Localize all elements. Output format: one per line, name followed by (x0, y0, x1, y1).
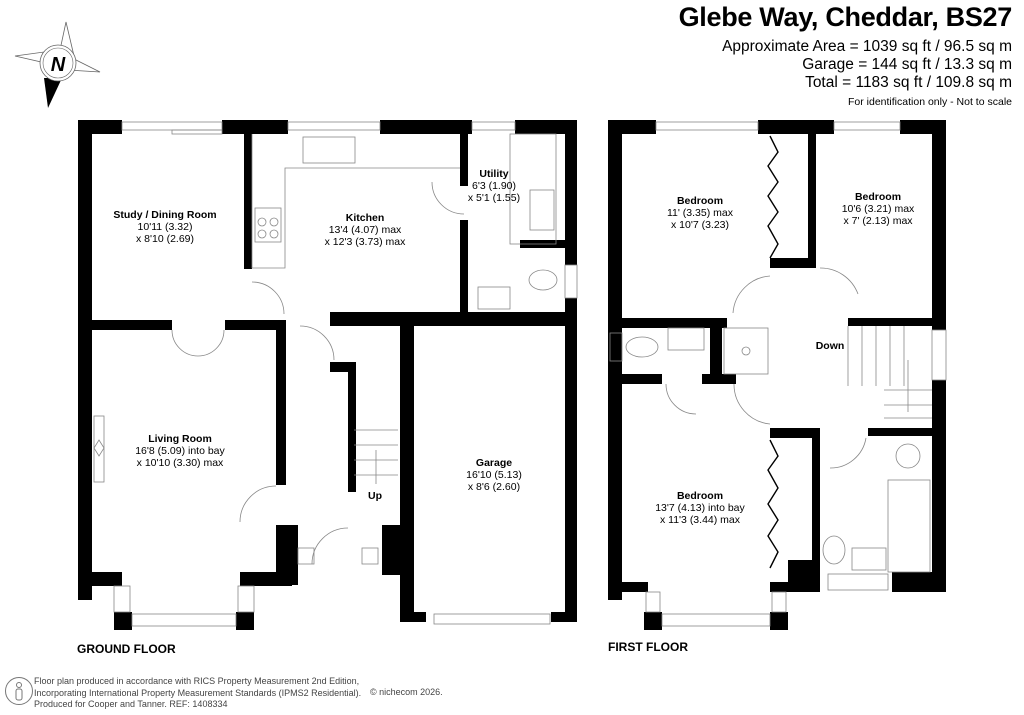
svg-text:x 8'10 (2.69): x 8'10 (2.69) (136, 233, 194, 245)
garage-area: Garage = 144 sq ft / 13.3 sq m (802, 56, 1012, 73)
ground-floor-windows (113, 121, 578, 627)
approximate-area: Approximate Area = 1039 sq ft / 96.5 sq … (722, 38, 1012, 55)
svg-text:x 7' (2.13) max: x 7' (2.13) max (843, 215, 913, 227)
footer-disclaimer: Floor plan produced in accordance with R… (34, 676, 362, 709)
stairs-up-label: Up (368, 490, 382, 502)
room-study-dining: Study / Dining Room 10'11 (3.32) x 8'10 … (113, 209, 216, 245)
total-area: Total = 1183 sq ft / 109.8 sq m (805, 74, 1012, 91)
copyright: © nichecom 2026. (370, 687, 443, 697)
room-bedroom-1: Bedroom 11' (3.35) max x 10'7 (3.23) (667, 195, 734, 231)
svg-text:Bedroom: Bedroom (677, 490, 723, 502)
svg-text:x 8'6 (2.60): x 8'6 (2.60) (468, 481, 520, 493)
first-floor-label: FIRST FLOOR (608, 640, 688, 654)
ground-floor-walls (78, 120, 577, 630)
stairs-down-label: Down (816, 340, 845, 352)
property-title: Glebe Way, Cheddar, BS27 (678, 2, 1013, 32)
svg-text:6'3 (1.90): 6'3 (1.90) (472, 180, 516, 192)
area-summary: Approximate Area = 1039 sq ft / 96.5 sq … (722, 38, 1012, 92)
svg-text:13'4 (4.07) max: 13'4 (4.07) max (329, 224, 402, 236)
first-floor-walls (608, 120, 946, 630)
svg-text:11' (3.35) max: 11' (3.35) max (667, 207, 734, 219)
svg-text:x 12'3 (3.73) max: x 12'3 (3.73) max (325, 236, 407, 248)
svg-text:x 10'10 (3.30) max: x 10'10 (3.30) max (137, 457, 224, 469)
svg-text:Garage: Garage (476, 457, 512, 469)
north-arrow-icon: N (14, 21, 101, 108)
scale-disclaimer: For identification only - Not to scale (848, 96, 1012, 108)
svg-text:Bedroom: Bedroom (677, 195, 723, 207)
svg-text:10'11 (3.32): 10'11 (3.32) (138, 221, 193, 233)
room-bedroom-2: Bedroom 10'6 (3.21) max x 7' (2.13) max (842, 191, 915, 227)
ground-floor-room-labels: Study / Dining Room 10'11 (3.32) x 8'10 … (113, 168, 521, 502)
room-living: Living Room 16'8 (5.09) into bay x 10'10… (135, 433, 225, 469)
svg-text:x 5'1 (1.55): x 5'1 (1.55) (468, 192, 520, 204)
svg-text:Bedroom: Bedroom (855, 191, 901, 203)
svg-text:N: N (51, 54, 66, 76)
room-bedroom-3: Bedroom 13'7 (4.13) into bay x 11'3 (3.4… (655, 490, 745, 526)
svg-text:16'8 (5.09) into bay: 16'8 (5.09) into bay (135, 445, 225, 457)
svg-text:x 10'7 (3.23): x 10'7 (3.23) (671, 219, 729, 231)
room-utility: Utility 6'3 (1.90) x 5'1 (1.55) (468, 168, 520, 204)
room-garage: Garage 16'10 (5.13) x 8'6 (2.60) (466, 457, 522, 493)
ground-floor-fixtures (93, 133, 558, 565)
first-floor-room-labels: Bedroom 11' (3.35) max x 10'7 (3.23) Bed… (655, 191, 915, 526)
svg-text:Utility: Utility (479, 168, 508, 180)
svg-text:Study / Dining Room: Study / Dining Room (113, 209, 216, 221)
person-icon (5, 677, 33, 705)
svg-text:16'10 (5.13): 16'10 (5.13) (466, 469, 522, 481)
svg-text:Kitchen: Kitchen (346, 212, 385, 224)
room-kitchen: Kitchen 13'4 (4.07) max x 12'3 (3.73) ma… (325, 212, 407, 248)
svg-text:13'7 (4.13) into bay: 13'7 (4.13) into bay (655, 502, 745, 514)
first-floor-fixtures (625, 135, 932, 573)
svg-text:Living Room: Living Room (148, 433, 212, 445)
first-floor-windows (609, 121, 947, 627)
svg-text:10'6 (3.21) max: 10'6 (3.21) max (842, 203, 915, 215)
svg-text:x 11'3 (3.44) max: x 11'3 (3.44) max (660, 514, 741, 526)
ground-floor-label: GROUND FLOOR (77, 642, 176, 656)
